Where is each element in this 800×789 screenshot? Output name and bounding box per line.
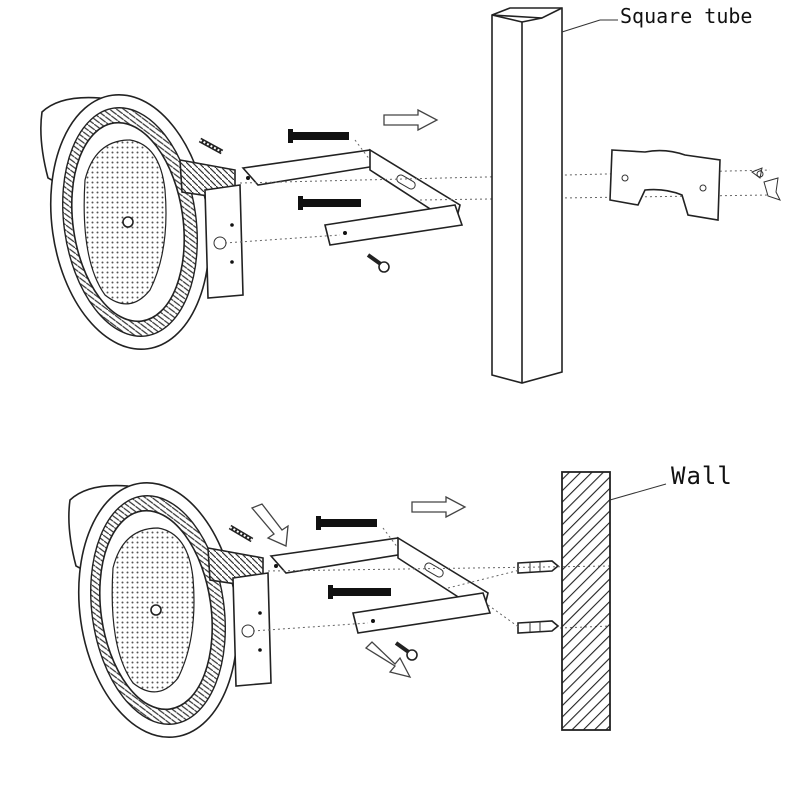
wing-nut-upper (750, 167, 764, 179)
panel-wall (68, 471, 667, 739)
direction-arrow-diagonal-upper (250, 503, 289, 547)
wall-anchor-lower (517, 620, 560, 634)
wall (561, 471, 611, 731)
mounting-bracket (241, 148, 464, 246)
direction-arrow-right (383, 108, 439, 132)
light-fixture (68, 481, 272, 739)
screw-top-left (228, 524, 254, 543)
direction-arrow-diagonal-lower (364, 641, 412, 678)
wing-nut-lower (763, 177, 781, 201)
mounting-bracket (269, 536, 492, 634)
long-bolt-lower (298, 196, 361, 210)
long-bolt-lower (328, 585, 391, 599)
u-clamp-plate (609, 149, 721, 221)
screw-top-left (198, 137, 224, 155)
small-screw-bottom (366, 253, 390, 273)
long-bolt-upper (288, 129, 349, 143)
panel-square-tube (40, 7, 781, 384)
wall-label: Wall (671, 462, 733, 490)
square-tube-leader (561, 19, 601, 33)
long-bolt-upper (316, 516, 377, 530)
small-screw-bottom (394, 641, 418, 661)
square-tube-label: Square tube (620, 4, 753, 28)
direction-arrow-right (411, 495, 467, 519)
square-tube (491, 7, 563, 384)
light-fixture (40, 93, 244, 351)
wall-leader (609, 483, 667, 501)
